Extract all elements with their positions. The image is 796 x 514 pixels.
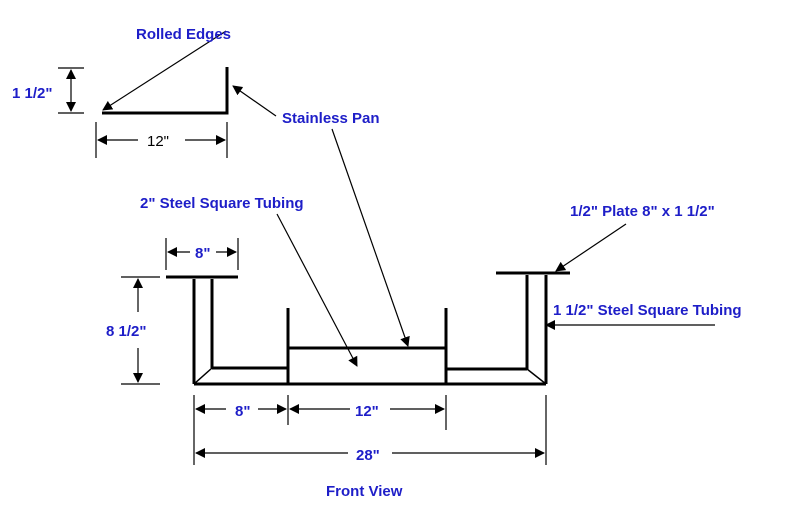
steel-2in-label: 2" Steel Square Tubing: [140, 195, 304, 212]
center-width-label: 12": [355, 403, 379, 420]
frame-structure: [166, 271, 570, 386]
left-corner-diagonal: [193, 367, 213, 385]
stainless-pan-arrow-bottom: [331, 128, 410, 347]
plate-label: 1/2" Plate 8" x 1 1/2": [570, 203, 715, 220]
rolled-edges-arrow: [102, 30, 227, 111]
stainless-pan-label: Stainless Pan: [282, 110, 380, 127]
stainless-pan-arrow-top: [232, 85, 277, 117]
pan-width-label: 12": [147, 133, 169, 150]
right-corner-diagonal: [526, 368, 547, 385]
plate-arrow: [555, 223, 627, 272]
rolled-edges-label: Rolled Edges: [136, 26, 231, 43]
pan-detail: [58, 30, 229, 158]
pan-profile: [102, 67, 229, 115]
steel-1-5in-label: 1 1/2" Steel Square Tubing: [553, 302, 742, 319]
front-view-caption: Front View: [326, 483, 403, 500]
left-width-label: 8": [235, 403, 250, 420]
steel-2in-arrow: [276, 213, 358, 367]
height-label: 8 1/2": [106, 323, 146, 340]
plate-width-label: 8": [195, 245, 210, 262]
pan-height-label: 1 1/2": [12, 85, 52, 102]
dimensions: [121, 238, 547, 465]
total-width-label: 28": [356, 447, 380, 464]
